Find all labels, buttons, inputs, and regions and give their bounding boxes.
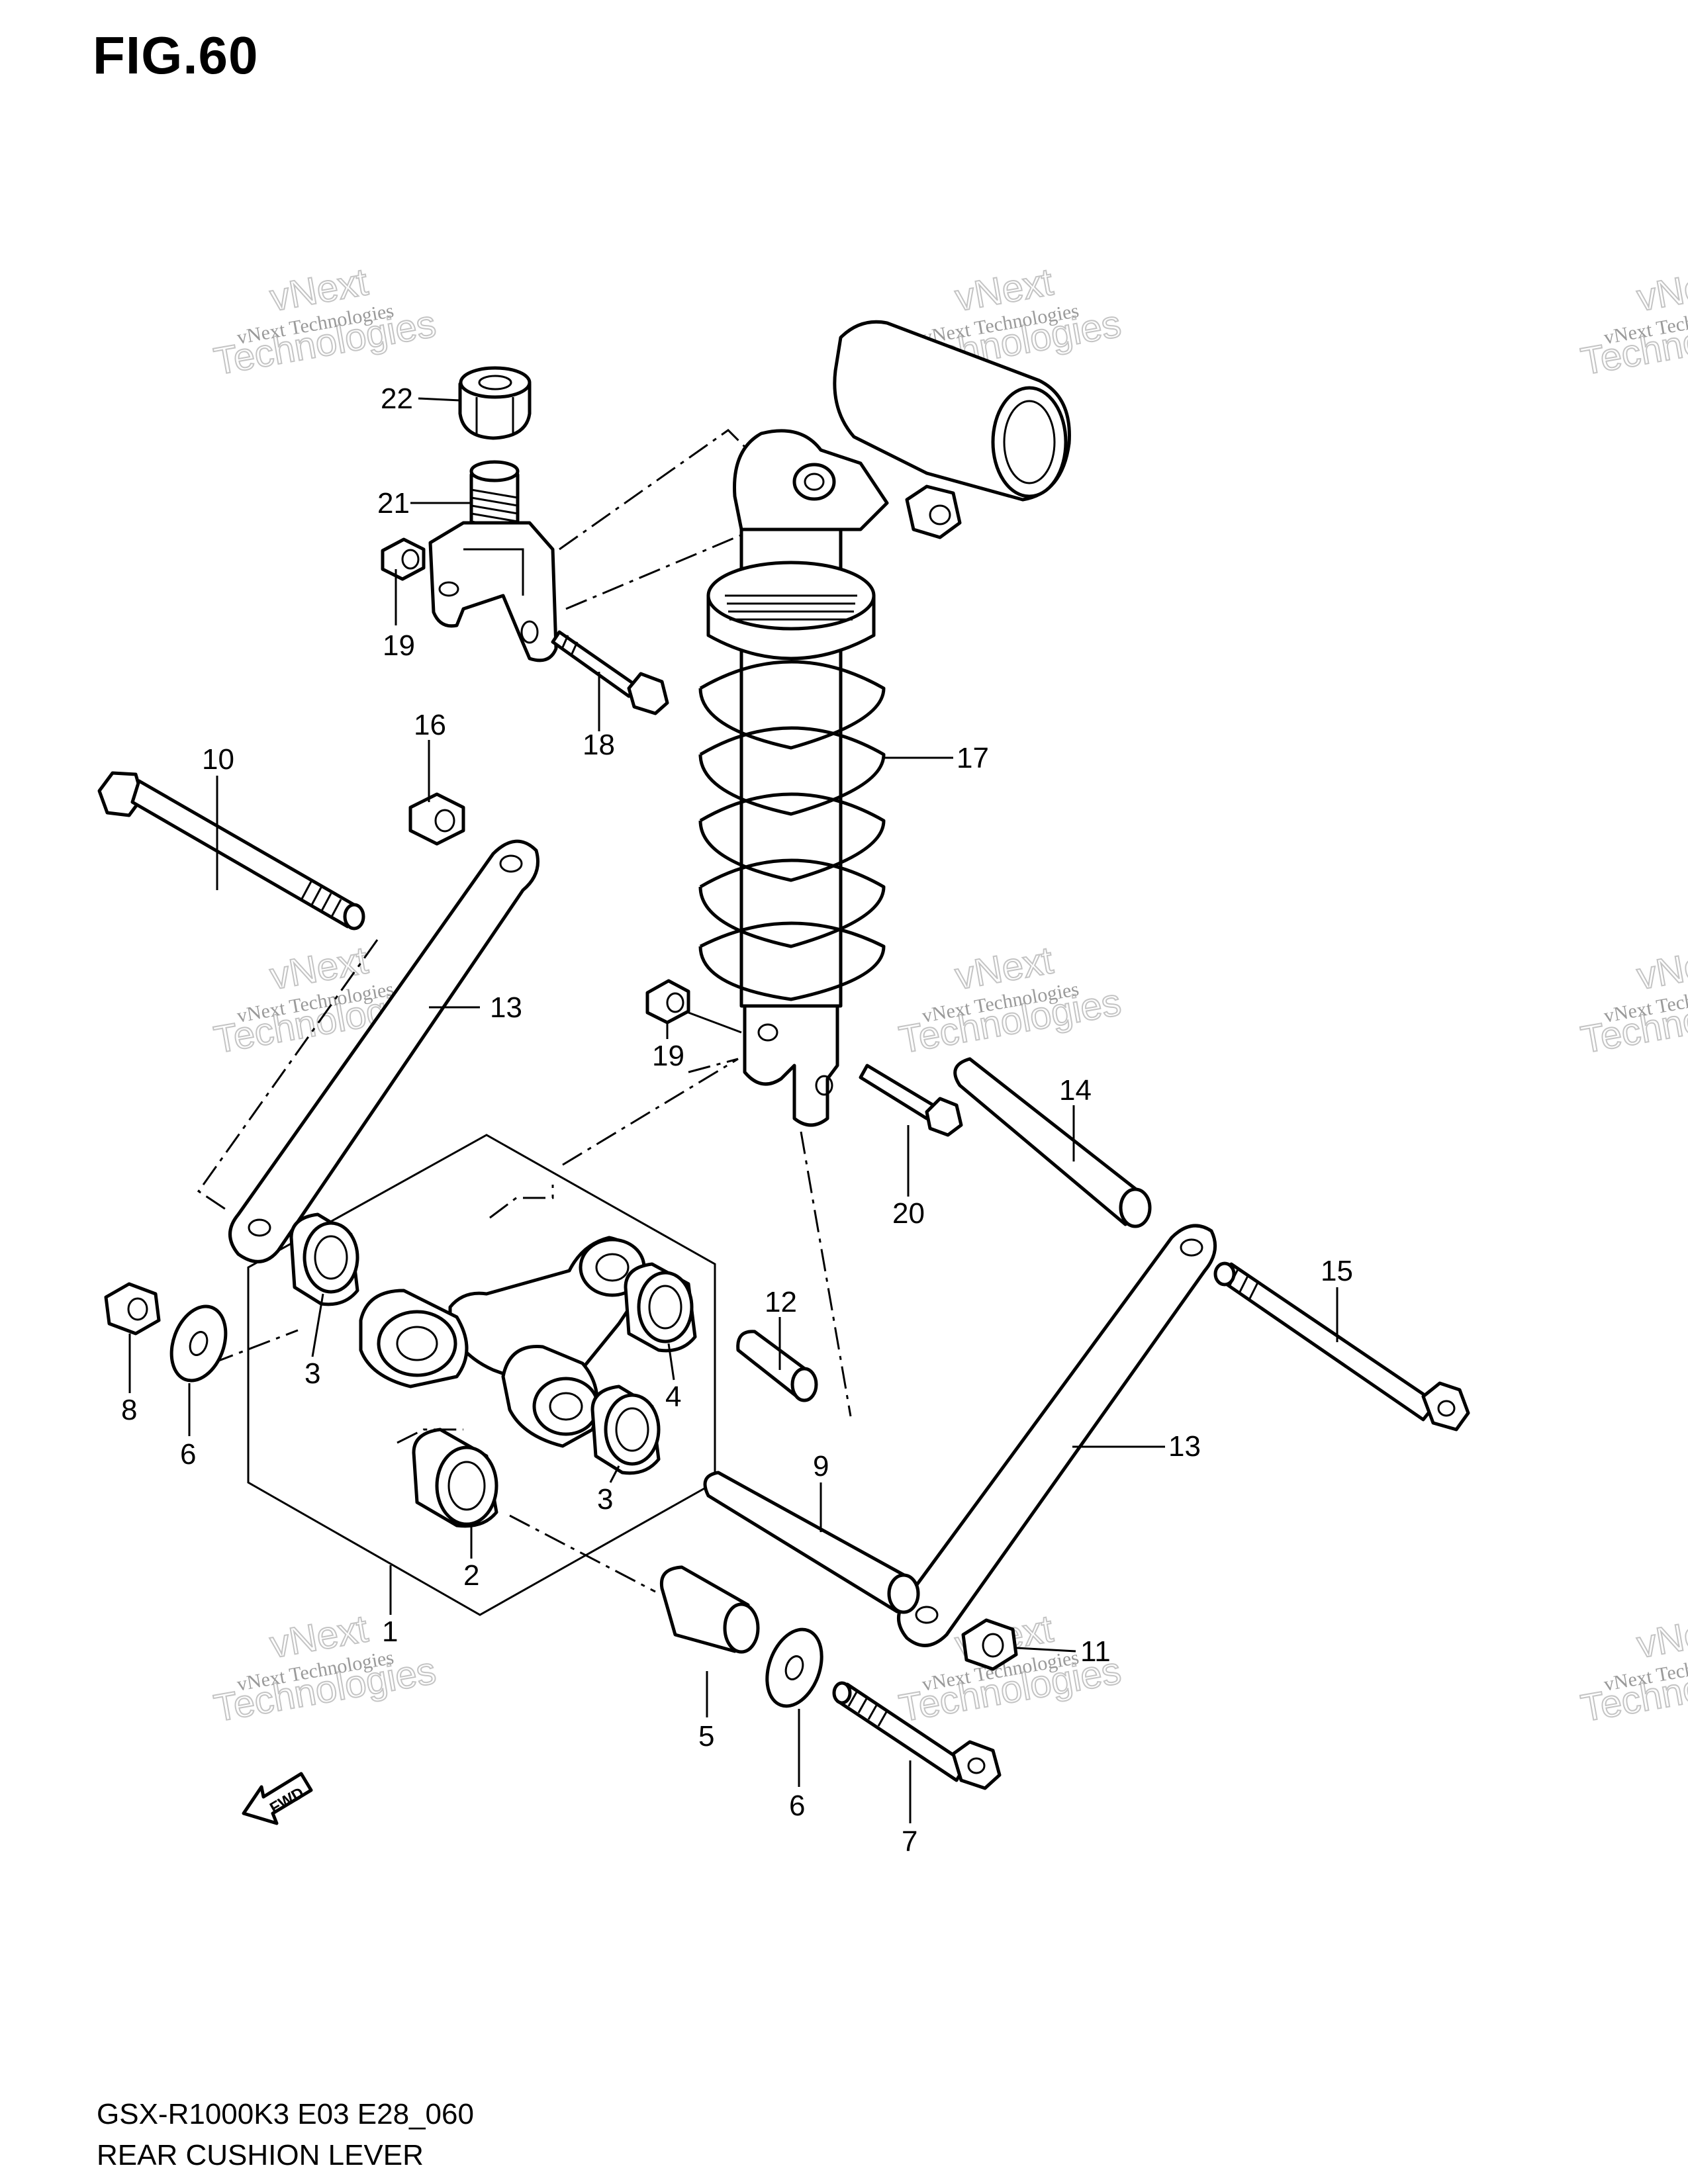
callout-4: 4 bbox=[665, 1381, 681, 1413]
bolt-15 bbox=[1213, 1261, 1470, 1432]
bearing-4 bbox=[624, 1262, 697, 1353]
bolt-18 bbox=[551, 630, 669, 715]
callout-6-bottom: 6 bbox=[789, 1790, 805, 1822]
link-rod-13-left bbox=[228, 839, 539, 1263]
sleeve-9 bbox=[703, 1471, 920, 1614]
callout-2: 2 bbox=[463, 1559, 479, 1592]
watermark-large: vNext bbox=[1634, 1607, 1688, 1666]
callout-22: 22 bbox=[381, 383, 413, 415]
callout-21: 21 bbox=[377, 487, 410, 520]
callout-5: 5 bbox=[698, 1720, 714, 1752]
callout-9: 9 bbox=[813, 1450, 829, 1482]
bolt-10 bbox=[97, 771, 365, 931]
sleeve-14 bbox=[953, 1057, 1152, 1228]
callout-10: 10 bbox=[202, 743, 234, 776]
callout-11: 11 bbox=[1080, 1635, 1111, 1668]
callout-17: 17 bbox=[957, 742, 989, 774]
callout-20: 20 bbox=[892, 1197, 925, 1230]
shock-upper-mount-21 bbox=[428, 460, 558, 662]
cushion-lever-body bbox=[359, 1236, 647, 1448]
washer-6-bottom bbox=[765, 1627, 823, 1708]
callout-19-upper: 19 bbox=[383, 629, 415, 662]
callout-7: 7 bbox=[902, 1825, 917, 1858]
rear-shock-absorber-17 bbox=[698, 320, 1071, 1127]
bolt-20 bbox=[859, 1064, 963, 1137]
callout-8: 8 bbox=[121, 1394, 137, 1426]
callout-labels: 22 21 19 18 16 10 17 13 19 20 14 15 13 1… bbox=[121, 383, 1353, 1858]
bearing-3-upper bbox=[289, 1212, 359, 1306]
washer-6-left bbox=[169, 1304, 228, 1383]
callout-16: 16 bbox=[414, 709, 446, 741]
callout-1: 1 bbox=[382, 1615, 398, 1648]
bolt-7 bbox=[832, 1681, 1002, 1790]
leader-lines bbox=[128, 397, 1338, 1823]
callout-14: 14 bbox=[1059, 1074, 1092, 1107]
bearing-2 bbox=[412, 1428, 498, 1528]
callout-13-left: 13 bbox=[490, 991, 522, 1024]
callout-3-lower: 3 bbox=[597, 1483, 613, 1516]
callout-3-upper: 3 bbox=[305, 1357, 320, 1390]
callout-18: 18 bbox=[583, 729, 615, 761]
callout-6-left: 6 bbox=[180, 1438, 196, 1471]
bearing-3-lower bbox=[590, 1385, 661, 1475]
watermark-large: vNext bbox=[1634, 938, 1688, 998]
callout-19-lower: 19 bbox=[652, 1040, 684, 1072]
nut-19-lower bbox=[645, 979, 742, 1034]
callout-15: 15 bbox=[1321, 1255, 1353, 1287]
link-rod-13-right bbox=[897, 1224, 1217, 1647]
collar-5 bbox=[659, 1565, 760, 1654]
nut-19-upper bbox=[381, 537, 426, 581]
nut-8 bbox=[104, 1282, 161, 1336]
callout-12: 12 bbox=[765, 1286, 797, 1318]
callout-13-right: 13 bbox=[1168, 1430, 1201, 1463]
watermark-large: vNext bbox=[1634, 260, 1688, 320]
section-name: REAR CUSHION LEVER bbox=[97, 2139, 424, 2171]
figure-title: FIG.60 bbox=[93, 26, 259, 85]
model-code: GSX-R1000K3 E03 E28_060 bbox=[97, 2098, 474, 2130]
nut-22 bbox=[458, 366, 532, 440]
nut-11 bbox=[961, 1618, 1018, 1671]
nut-16 bbox=[408, 792, 465, 846]
collar-12 bbox=[736, 1330, 818, 1402]
forward-direction-icon: FWD bbox=[242, 1772, 313, 1825]
assembly-lines bbox=[197, 429, 852, 1593]
